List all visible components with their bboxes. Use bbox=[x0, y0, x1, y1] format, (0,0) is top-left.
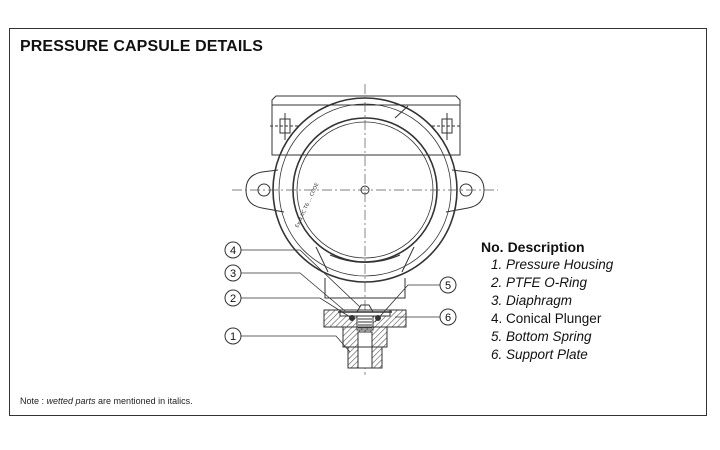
footnote: Note : wetted parts are mentioned in ita… bbox=[20, 396, 193, 406]
pressure-housing bbox=[342, 326, 388, 369]
svg-text:1: 1 bbox=[230, 331, 236, 343]
diagram-frame bbox=[9, 28, 707, 416]
callout-5: 5 bbox=[374, 276, 457, 323]
legend-header: No.Description bbox=[481, 239, 585, 255]
legend-item-bottom-spring: 5. Bottom Spring bbox=[491, 329, 592, 344]
callout-2: 2 bbox=[224, 289, 351, 318]
svg-text:3: 3 bbox=[230, 268, 236, 280]
svg-text:5: 5 bbox=[445, 280, 451, 292]
legend-item-pressure-housing: 1. Pressure Housing bbox=[491, 257, 614, 272]
diagram-title: PRESSURE CAPSULE DETAILS bbox=[20, 38, 264, 55]
legend-item-ptfe-o-ring: 2. PTFE O-Ring bbox=[491, 275, 588, 290]
legend-item-conical-plunger: 4. Conical Plunger bbox=[491, 311, 602, 326]
housing-inscription: Ex d IIC T6 ... CCOE bbox=[294, 182, 320, 229]
legend-item-support-plate: 6. Support Plate bbox=[491, 347, 588, 362]
svg-text:6: 6 bbox=[445, 312, 451, 324]
svg-text:4: 4 bbox=[230, 245, 236, 257]
callout-6: 6 bbox=[395, 308, 457, 326]
callout-4: 4 bbox=[224, 241, 361, 308]
callout-3: 3 bbox=[224, 264, 346, 312]
callout-1: 1 bbox=[224, 327, 351, 353]
parts-legend: No.Description 1. Pressure Housing 2. PT… bbox=[481, 238, 613, 364]
svg-text:2: 2 bbox=[230, 293, 236, 305]
legend-item-diaphragm: 3. Diaphragm bbox=[491, 293, 573, 308]
housing-top-block bbox=[270, 95, 462, 156]
